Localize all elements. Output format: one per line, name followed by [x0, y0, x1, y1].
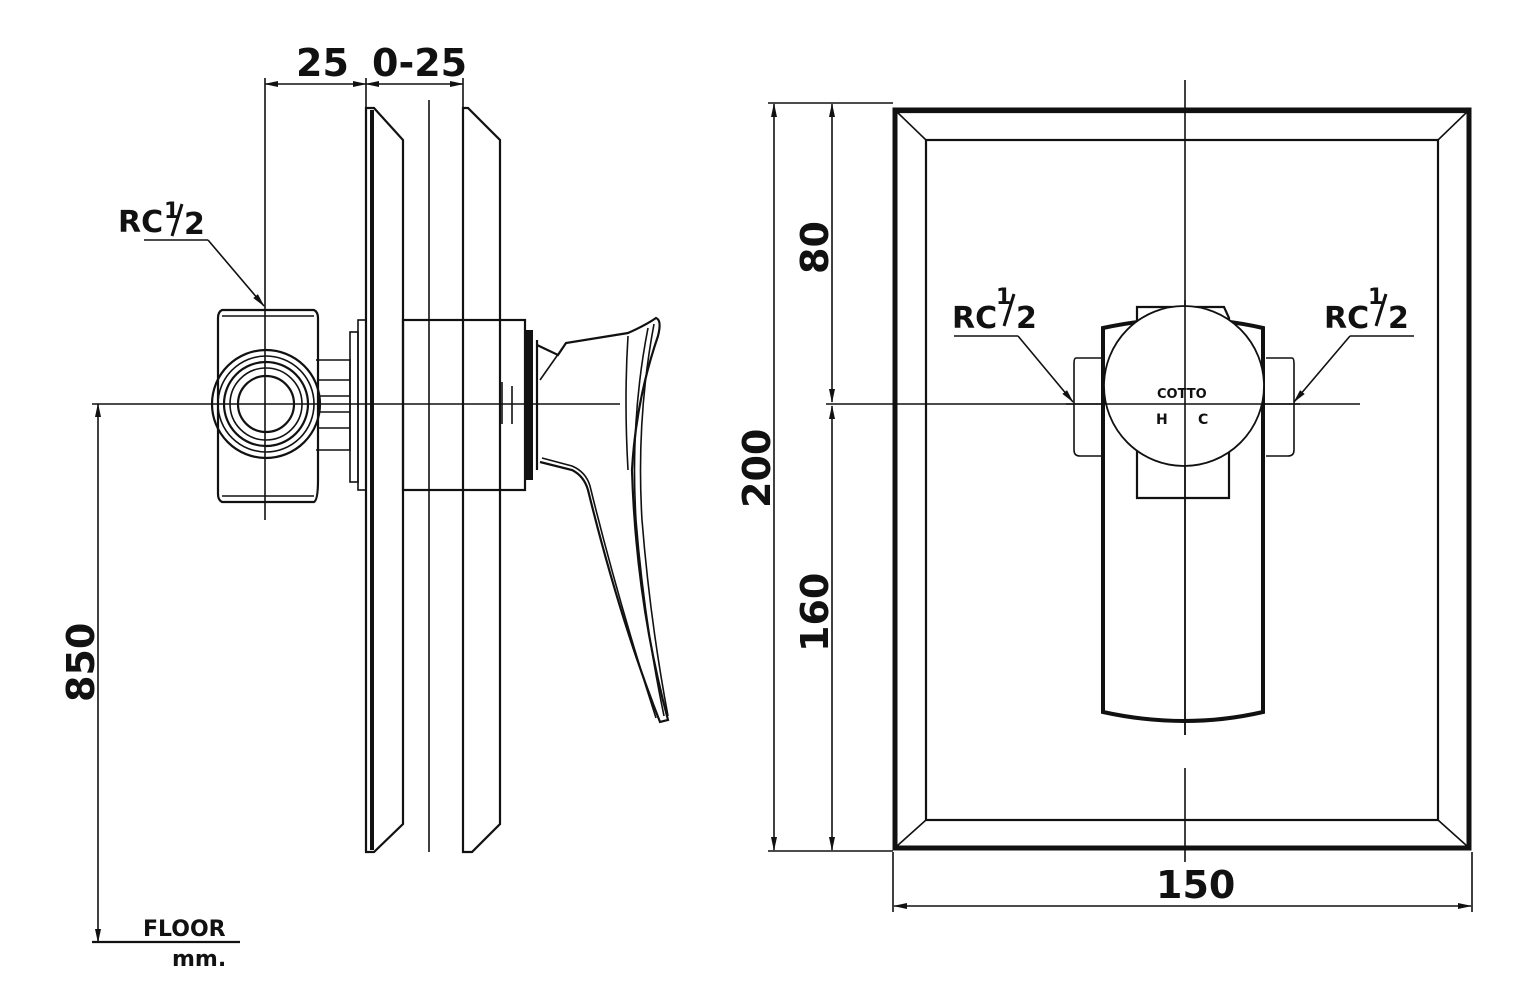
inlet-label-left: RC 1 2 — [952, 285, 1074, 403]
dim-upper-value: 80 — [793, 221, 837, 274]
dim-wall-offset-value: 25 — [296, 41, 349, 85]
wall-plates — [364, 106, 502, 854]
valve-body — [210, 308, 367, 504]
inlet-label-side-sup: 1 — [164, 199, 179, 224]
inlet-right-main: RC — [1324, 301, 1369, 336]
dim-wall-offset: 25 0-25 — [264, 41, 467, 520]
dim-height-from-floor: 850 — [59, 403, 240, 944]
front-vertical-dims: 200 80 160 — [735, 102, 1360, 852]
inlet-label-side-sub: 2 — [184, 207, 205, 242]
front-valve: COTTO H C — [1066, 300, 1300, 735]
front-plate — [892, 107, 1472, 851]
inlet-label-side-main: RC — [118, 205, 163, 240]
inlet-label-side: RC 1 2 — [118, 199, 265, 307]
dim-lower-value: 160 — [793, 573, 837, 652]
inlet-left-sup: 1 — [996, 285, 1011, 310]
dim-height-value: 850 — [59, 623, 103, 702]
inlet-right-sub: 2 — [1388, 301, 1409, 336]
dim-total-height-value: 200 — [735, 429, 779, 508]
hot-label: H — [1156, 412, 1168, 428]
front-horizontal-dim: 150 — [892, 852, 1473, 912]
front-view: 200 80 160 150 COTTO H C — [735, 80, 1473, 912]
lever-handle — [536, 316, 670, 724]
inlet-right-sup: 1 — [1368, 285, 1383, 310]
inlet-label-right: RC 1 2 — [1293, 285, 1414, 403]
cold-label: C — [1198, 412, 1208, 428]
dim-width-value: 150 — [1156, 863, 1235, 907]
inlet-left-main: RC — [952, 301, 997, 336]
units-label: mm. — [172, 947, 226, 972]
side-view: 25 0-25 RC 1 2 — [59, 41, 670, 972]
cover-sleeve — [401, 100, 539, 852]
inlet-left-sub: 2 — [1016, 301, 1037, 336]
floor-label: FLOOR — [143, 917, 226, 942]
brand-mark: COTTO — [1157, 387, 1207, 402]
dim-wall-range-value: 0-25 — [372, 41, 467, 85]
